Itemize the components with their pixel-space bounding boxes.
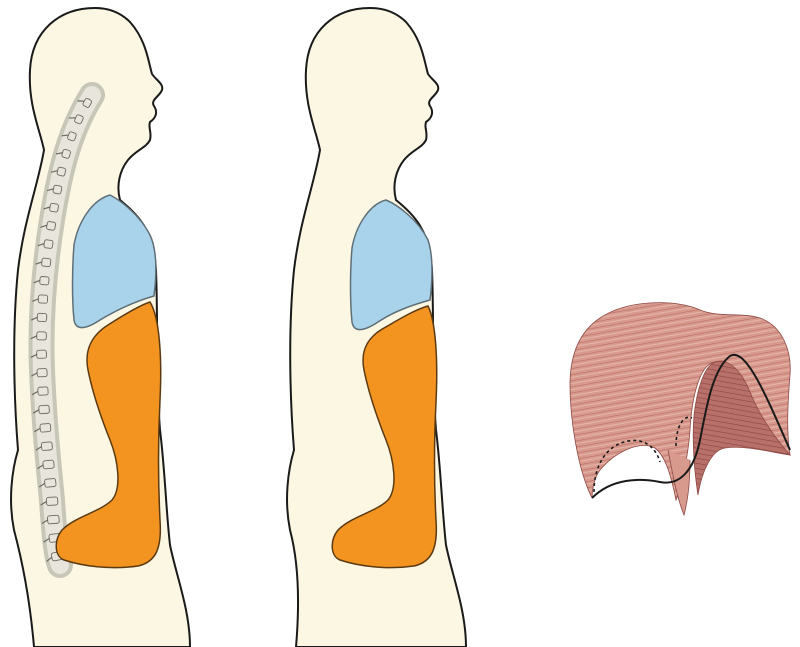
vertebra [44,478,56,487]
vertebra [38,387,48,396]
vertebra [38,295,48,304]
vertebra [43,460,55,469]
vertebra [49,203,58,212]
vertebra [37,350,47,358]
figure-torso-without-spine [287,8,466,647]
vertebra [40,423,51,432]
vertebra [40,276,50,285]
vertebra [47,515,59,524]
vertebra [57,167,66,177]
vertebra [37,313,47,321]
vertebra [39,405,50,414]
vertebra [37,368,47,376]
vertebra [46,497,58,506]
figure-torso-with-spine [11,8,190,647]
vertebra [41,442,52,451]
vertebra [53,185,62,194]
vertebra [41,258,51,267]
vertebra [37,332,47,340]
figure-diaphragm-muscle [570,303,790,515]
vertebra [46,221,55,230]
vertebra [44,240,54,249]
vertebra [61,149,71,159]
